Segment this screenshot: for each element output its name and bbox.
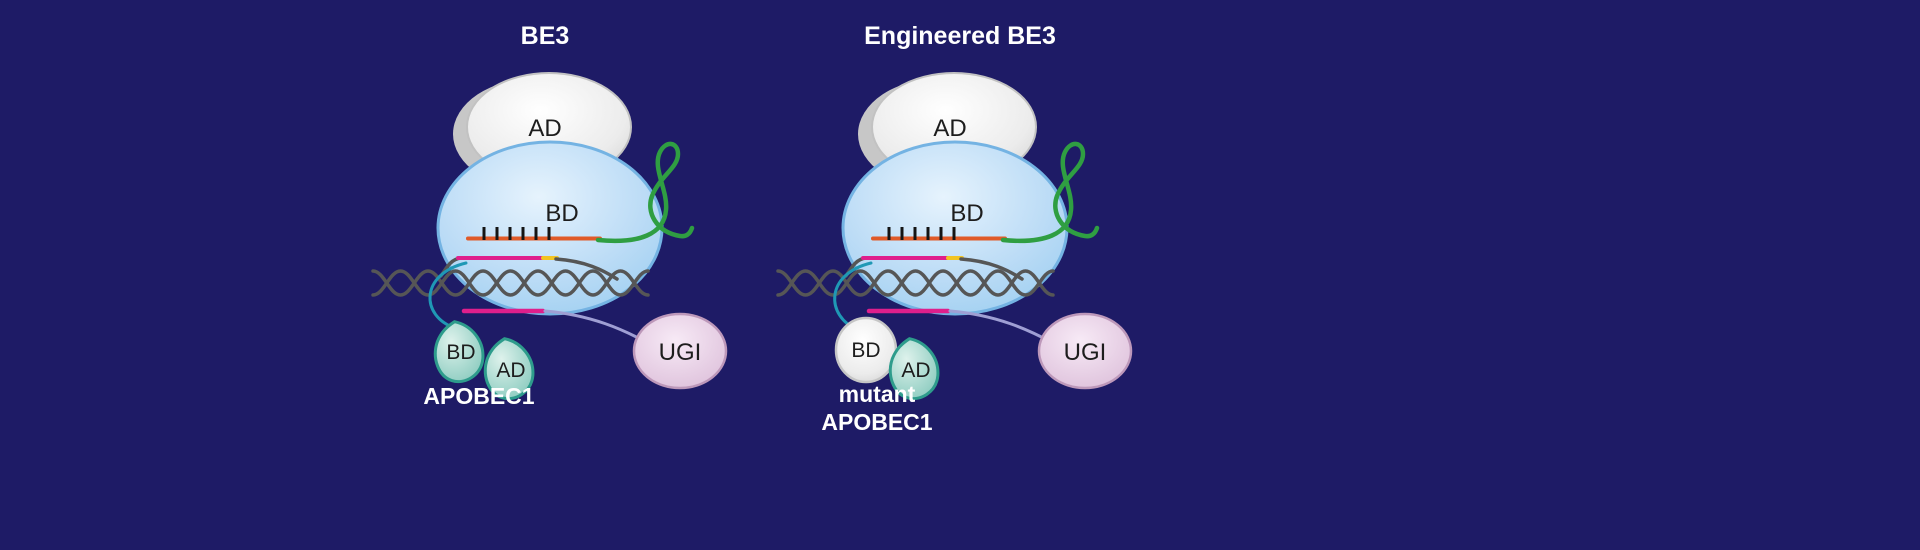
- apobec-ad-lobe: [483, 337, 535, 401]
- ugi-label: UGI: [1064, 339, 1107, 366]
- panel-be3: BE3 AD BD BD AD APOBEC1: [371, 22, 728, 409]
- ugi-shape: [1037, 312, 1133, 390]
- dna-helix-strand-b: [371, 269, 650, 297]
- dna-helix-strand-a: [371, 269, 650, 297]
- apobec-bd-label: BD: [446, 341, 475, 364]
- ugi-label: UGI: [659, 339, 702, 366]
- ugi-shape: [632, 312, 728, 390]
- ad-domain-label: AD: [933, 115, 966, 142]
- apobec-ad-label: AD: [901, 359, 930, 382]
- apobec-linker-curve: [428, 261, 468, 330]
- apobec-ad-lobe: [888, 337, 940, 401]
- apobec-name-line2: APOBEC1: [821, 409, 932, 435]
- apobec-bd-label: BD: [851, 339, 880, 362]
- bd-domain-label: BD: [950, 200, 983, 227]
- apobec-name-line1: mutant: [839, 381, 916, 407]
- dna-helix-strand-b: [776, 269, 1055, 297]
- ad-domain-label: AD: [528, 115, 561, 142]
- ugi-linker-curve: [948, 309, 1055, 345]
- apobec-ad-label: AD: [496, 359, 525, 382]
- panel-title: Engineered BE3: [864, 22, 1056, 50]
- dna-helix-strand-a: [776, 269, 1055, 297]
- panel-engineered-be3: Engineered BE3 AD BD BD AD mutant: [776, 22, 1133, 435]
- panel-title: BE3: [521, 22, 570, 50]
- apobec-bd-lobe: [433, 320, 485, 384]
- ugi-linker-curve: [543, 309, 650, 345]
- sgrna-scaffold-curve: [595, 141, 695, 244]
- bd-domain-label: BD: [545, 200, 578, 227]
- base-pair-ticks: [887, 227, 956, 240]
- sgrna-scaffold-curve: [1000, 141, 1100, 244]
- base-pair-ticks: [482, 227, 551, 240]
- apobec-name-label: APOBEC1: [423, 383, 534, 409]
